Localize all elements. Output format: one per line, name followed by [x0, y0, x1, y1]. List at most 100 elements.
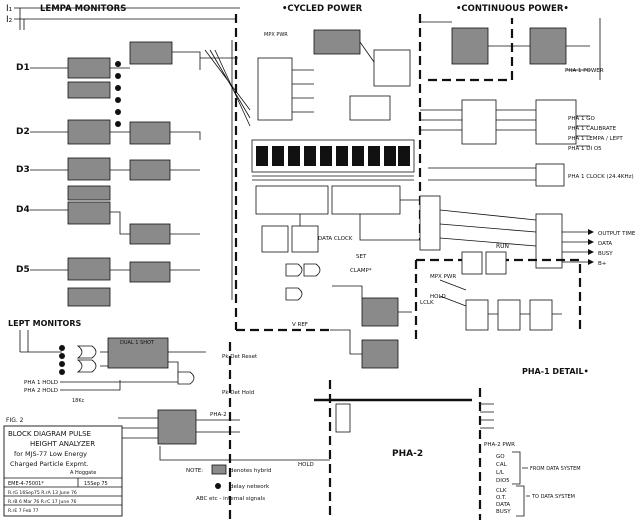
title-line-3: for MJS-77 Low Energy	[14, 450, 87, 458]
mpx-inputs-block	[335, 403, 351, 433]
title-block	[3, 425, 123, 517]
state-flipflop-c	[465, 299, 489, 331]
run-label: RUN	[496, 243, 509, 250]
output-time-label: OUTPUT TIME	[598, 231, 636, 237]
i2-label: I₂	[6, 15, 13, 25]
lempa-monitors-heading: LEMPA MONITORS	[40, 4, 126, 14]
svg-text:L/L: L/L	[496, 470, 505, 476]
go-output: PHA 1 GO	[568, 116, 595, 122]
hybrid-block	[129, 159, 171, 181]
delay-network-markers	[115, 61, 121, 127]
svg-text:DATA: DATA	[496, 502, 510, 508]
lempa-fan-in-lines	[200, 49, 251, 127]
drawing-date: 15Sep 75	[84, 481, 108, 487]
hybrid-block	[67, 81, 111, 99]
fet-switch-hybrid	[451, 27, 489, 65]
svg-text:BUSY: BUSY	[496, 509, 511, 515]
pha2-pwr-label: PHA-2 PWR	[484, 442, 515, 448]
lclk-label: LCLK	[420, 300, 434, 306]
dual-one-shot-hybrid	[107, 337, 169, 369]
data-clock-label: DATA CLOCK	[318, 236, 353, 242]
output-lines	[439, 209, 592, 263]
hybrid-block	[67, 119, 111, 145]
pha2-hold-signal: HOLD	[298, 462, 314, 468]
drawing-number: EME-4-75001*	[8, 481, 44, 487]
clock-lines	[428, 167, 536, 181]
vref-label: V REF	[292, 322, 308, 328]
frequency-label: 18Kc	[72, 398, 85, 404]
converter-hybrid	[313, 29, 361, 55]
hybrid-block	[67, 185, 111, 201]
title-line-1: BLOCK DIAGRAM PULSE	[8, 430, 91, 438]
pha2-boundaries	[228, 342, 332, 520]
detector-d5: D5	[16, 265, 30, 275]
busy-label: BUSY	[598, 251, 613, 257]
dual-one-shot-label: DUAL 1 SHOT	[120, 340, 155, 346]
level-shifter-block	[461, 99, 497, 145]
lept-signal-lines	[20, 351, 206, 378]
hybrid-legend-swatch	[211, 464, 227, 475]
set-label: SET	[356, 254, 367, 260]
lept-delay-markers	[59, 345, 65, 375]
hybrid-legend-text: denotes hybrid	[230, 468, 271, 474]
title-block-rules	[4, 477, 122, 506]
lempa-shaper-column	[129, 41, 173, 283]
lempa-lept-output: PHA 1 LEMPA / LEPT	[568, 136, 623, 142]
vref-lines	[330, 285, 412, 355]
gate-array-block	[257, 57, 293, 121]
pha1-detail-lines	[439, 279, 562, 315]
data-label: DATA	[598, 241, 612, 247]
detector-labels: D1 D2 D3 D4 D5	[16, 63, 30, 275]
cycled-bus-lines	[252, 175, 420, 241]
from-data-brace	[512, 451, 528, 485]
detector-d4: D4	[16, 205, 30, 215]
from-data-list: GO CAL L/L DIO5	[496, 454, 510, 484]
logic-gates	[285, 263, 321, 301]
pha1-detail-heading: PHA-1 DETAIL•	[522, 367, 589, 376]
run-flipflop	[485, 251, 507, 275]
mpx-pwr-pha1: MPX PWR	[430, 274, 456, 280]
bplus-label: B+	[598, 261, 607, 267]
detector-d1: D1	[16, 63, 30, 73]
svg-text:O.T.: O.T.	[496, 495, 507, 501]
lempa-preamp-column	[67, 57, 111, 307]
hybrid-block	[67, 201, 111, 225]
pha1-detail-boundary	[414, 258, 582, 344]
hybrid-block	[129, 261, 171, 283]
pha2-power-lines	[480, 403, 494, 429]
hybrid-block	[129, 223, 171, 245]
pk-det-hold-label: Pk Det Hold	[222, 390, 254, 396]
delay-legend-text: delay network	[230, 484, 270, 490]
cycled-control-lines	[292, 41, 375, 113]
register-cells	[256, 146, 410, 166]
data-mux-block	[419, 195, 441, 251]
state-flipflop-b	[497, 299, 521, 331]
pha1-hold-label: PHA 1 HOLD	[24, 380, 58, 386]
revision-1: R.rG 16Sep75 R.rA 13 June 76	[8, 490, 77, 496]
hybrid-block	[129, 121, 171, 145]
delay-legend-marker	[215, 483, 221, 489]
continuous-power-heading: •CONTINUOUS POWER•	[456, 4, 569, 14]
title-line-4: Charged Particle Expmt.	[10, 460, 89, 468]
continuous-inner-boundary	[428, 18, 514, 82]
internal-signals-note: ABC etc - internal signals	[196, 496, 265, 502]
detector-d2: D2	[16, 127, 30, 137]
counter-block-a	[255, 185, 329, 215]
detector-d3: D3	[16, 165, 30, 175]
cycled-power-heading: •CYCLED POWER	[282, 4, 363, 14]
continuous-control-lines	[420, 109, 590, 147]
lept-monitors-heading: LEPT MONITORS	[8, 319, 82, 328]
note-header: NOTE:	[186, 468, 203, 474]
to-data-brace	[516, 485, 530, 517]
svg-text:CLK: CLK	[496, 488, 507, 494]
pha2-signal-lines	[118, 417, 330, 461]
dio5-output: PHA 1 DI O5	[568, 146, 602, 152]
comparator-block	[373, 49, 411, 87]
figure-number: FIG. 2	[6, 417, 24, 424]
hold-input-lines	[60, 380, 178, 391]
svg-text:DIO5: DIO5	[496, 478, 510, 484]
clamp-label: CLAMP*	[350, 268, 372, 274]
power-switch-lines	[420, 18, 601, 80]
